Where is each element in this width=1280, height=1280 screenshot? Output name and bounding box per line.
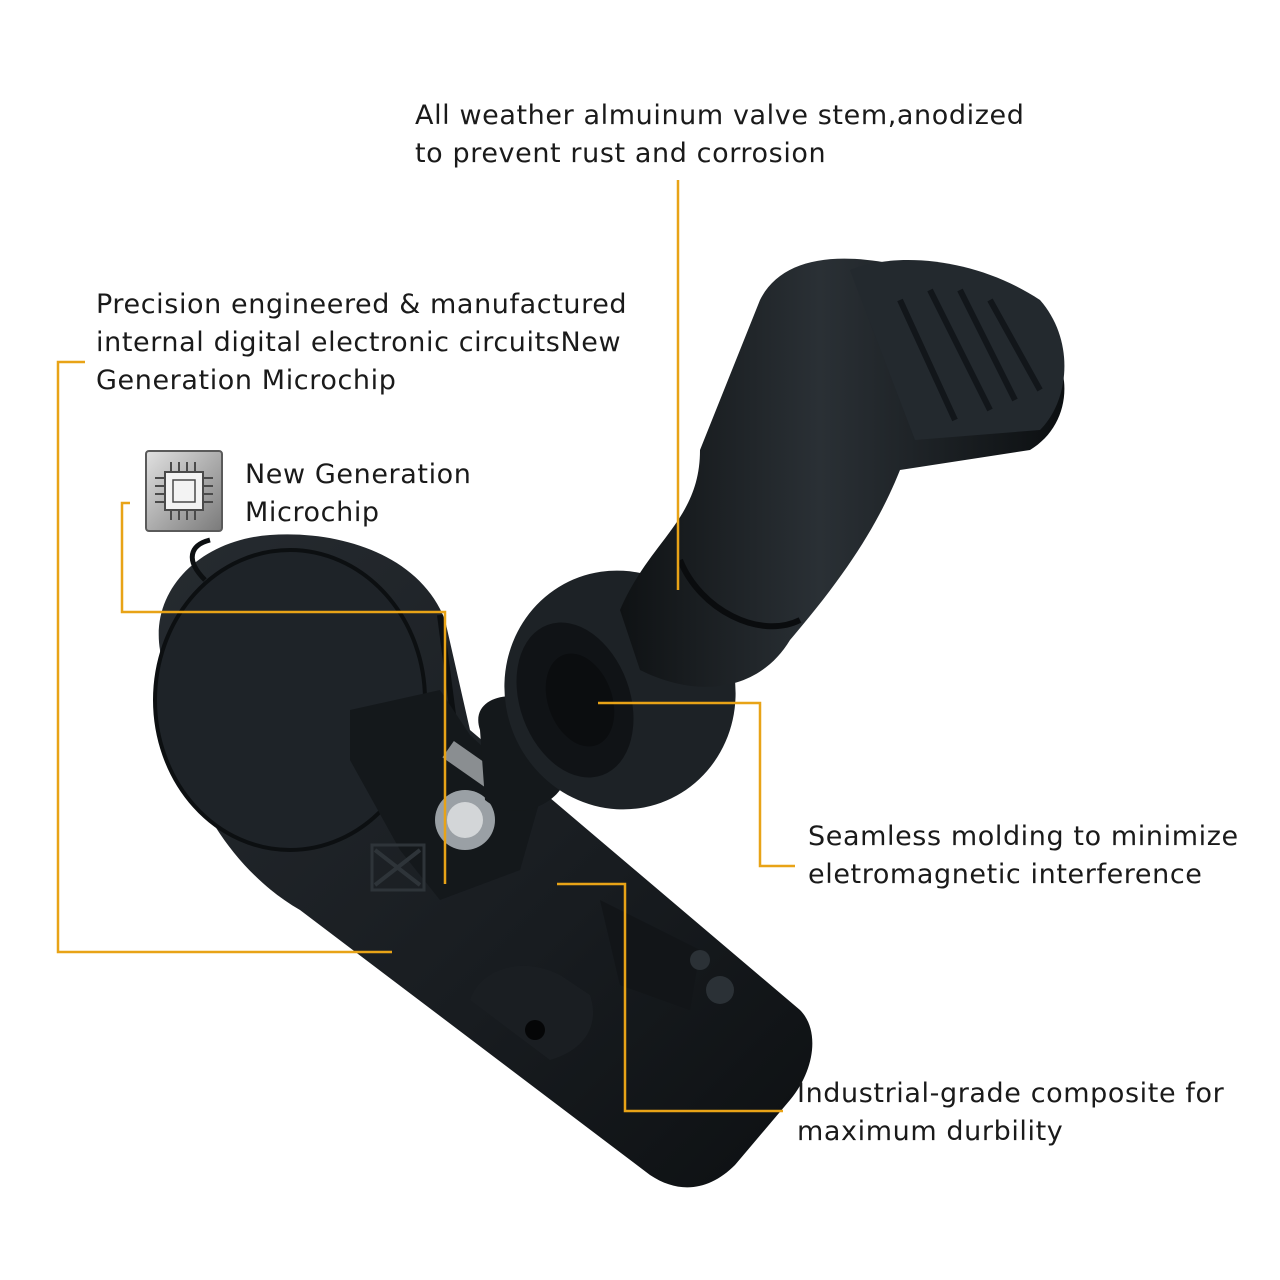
leader-line-composite — [557, 882, 783, 1113]
callout-line: All weather almuinum valve stem,anodized — [415, 100, 1025, 131]
callout-line: Precision engineered & manufactured — [96, 289, 628, 320]
callout-microchip: New Generation Microchip — [245, 456, 472, 532]
callout-circuits: Precision engineered & manufactured inte… — [96, 286, 627, 400]
callout-line: New Generation — [245, 459, 472, 490]
leader-line-molding — [598, 701, 795, 868]
callout-line: Microchip — [245, 497, 380, 528]
callout-line: Seamless molding to minimize — [808, 821, 1239, 852]
leader-line-chip — [120, 501, 447, 884]
microchip-icon — [145, 450, 223, 532]
callout-line: internal digital electronic circuitsNew — [96, 327, 622, 358]
callout-line: to prevent rust and corrosion — [415, 138, 827, 169]
valve-stem — [620, 258, 1065, 687]
callout-valve-stem: All weather almuinum valve stem,anodized… — [415, 97, 1024, 173]
callout-composite: Industrial-grade composite for maximum d… — [797, 1075, 1224, 1151]
callout-line: maximum durbility — [797, 1116, 1064, 1147]
callout-line: eletromagnetic interference — [808, 859, 1203, 890]
callout-line: Industrial-grade composite for — [797, 1078, 1225, 1109]
leader-line-circuits — [56, 360, 392, 954]
callout-molding: Seamless molding to minimize eletromagne… — [808, 818, 1239, 894]
callout-line: Generation Microchip — [96, 365, 397, 396]
